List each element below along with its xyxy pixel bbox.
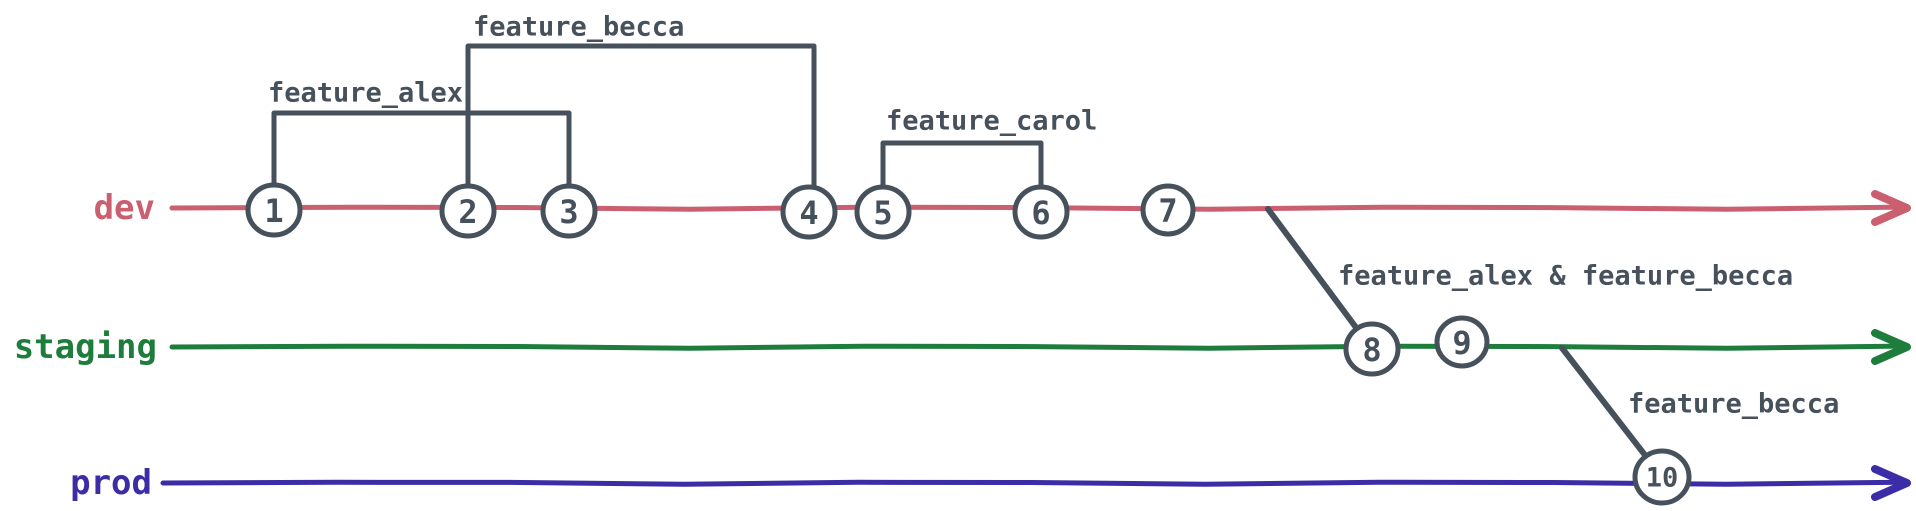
merge-label-feature-alex-feature-becca: feature_alex & feature_becca [1338, 261, 1793, 292]
commit-4-number: 4 [799, 194, 818, 232]
feature-carol-bracket [880, 140, 1044, 192]
commit-10-node [1632, 448, 1692, 506]
commit-6-number: 6 [1031, 194, 1050, 232]
commit-3-number: 3 [559, 193, 578, 231]
commit-1-node [245, 182, 303, 238]
dev-arrowhead-icon [1871, 190, 1911, 226]
commit-7-number: 7 [1158, 192, 1177, 230]
commit-3-node [540, 183, 598, 239]
commit-1-number: 1 [264, 192, 283, 230]
feature-becca-bracket [465, 43, 817, 192]
merge-label-feature-becca: feature_becca [1628, 389, 1839, 420]
commit-5-number: 5 [873, 194, 892, 232]
staging-branch-label: staging [14, 327, 157, 367]
commit-4-node [780, 184, 838, 240]
staging-arrowhead-icon [1871, 329, 1911, 365]
feature-alex-label: feature_alex [268, 78, 463, 109]
dev-branch-label: dev [94, 188, 155, 228]
commit-8-number: 8 [1362, 331, 1381, 369]
feature-carol-label: feature_carol [886, 106, 1097, 137]
feature-alex-bracket [271, 110, 572, 191]
commit-9-number: 9 [1452, 324, 1471, 362]
commit-8-node [1343, 321, 1401, 377]
prod-branch-line [160, 479, 1903, 487]
commit-7-node [1140, 183, 1196, 237]
feature-becca-label: feature_becca [473, 12, 684, 43]
merge-line-feature-alex-feature-becca-to-commit-8 [1265, 206, 1375, 352]
commit-2-number: 2 [458, 193, 477, 231]
prod-branch-label: prod [70, 463, 152, 503]
commit-9-node [1434, 315, 1490, 369]
commit-5-node [854, 184, 912, 240]
prod-arrowhead-icon [1871, 465, 1911, 501]
commit-6-node [1012, 184, 1070, 240]
commit-10-number: 10 [1646, 463, 1679, 494]
staging-branch-line [169, 343, 1903, 351]
commit-2-node [439, 183, 497, 239]
